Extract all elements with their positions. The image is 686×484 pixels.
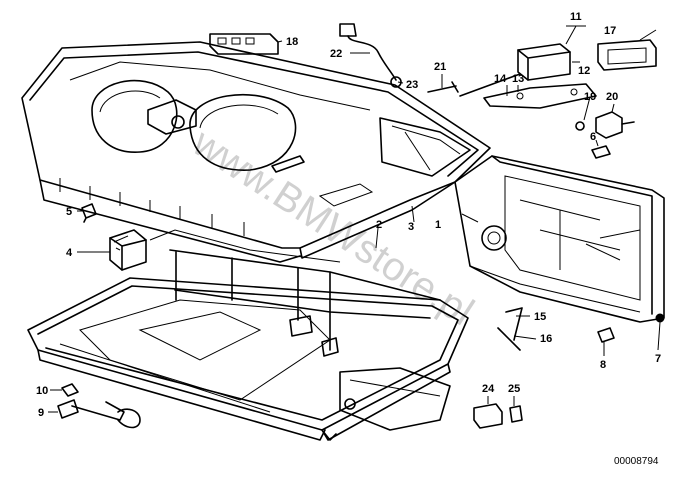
callout-21: 21 [434,61,446,73]
callout-20: 20 [606,91,618,103]
part-15-rod [505,307,523,341]
callout-22: 22 [330,48,342,60]
callout-18: 18 [286,36,298,48]
callout-8: 8 [600,359,606,371]
callout-23: 23 [406,79,418,91]
callout-10: 10 [36,385,48,397]
part-21-rod [427,81,459,93]
callout-12: 12 [578,65,590,77]
part-8-clip [597,327,615,343]
callout-labels: 1 2 3 4 5 6 7 8 9 10 11 12 13 14 15 16 1… [36,11,661,419]
part-25-clip [509,405,523,423]
part-5-clip [81,203,97,223]
part-24-connector [473,403,503,429]
callout-4: 4 [66,247,73,259]
part-16-rod [497,327,521,351]
part-10-clip [61,383,79,397]
callout-5: 5 [66,206,72,218]
part-4-resistor-block [109,229,147,271]
callout-19: 19 [584,91,596,103]
part-22-sensor [339,23,402,88]
callout-1: 1 [435,219,441,231]
leader-lines [48,25,661,413]
callout-24: 24 [482,383,495,395]
part-6-clip [591,145,611,159]
upper-housing [21,41,491,263]
callout-3: 3 [408,221,414,233]
part-9-crank [57,399,141,429]
callout-7: 7 [655,353,661,365]
part-18-connector [209,33,279,55]
callout-16: 16 [540,333,552,345]
callout-13: 13 [512,73,524,85]
callout-11: 11 [570,11,582,23]
part-17-block [597,39,657,71]
callout-9: 9 [38,407,44,419]
callout-17: 17 [604,25,616,37]
part-11-actuator [459,43,597,109]
document-number: 00008794 [614,456,659,467]
callout-15: 15 [534,311,546,323]
right-side-panel [454,155,665,323]
callout-14: 14 [494,73,507,85]
callout-2: 2 [376,219,382,231]
callout-25: 25 [508,383,520,395]
lower-tray [27,229,469,441]
callout-6: 6 [590,131,596,143]
